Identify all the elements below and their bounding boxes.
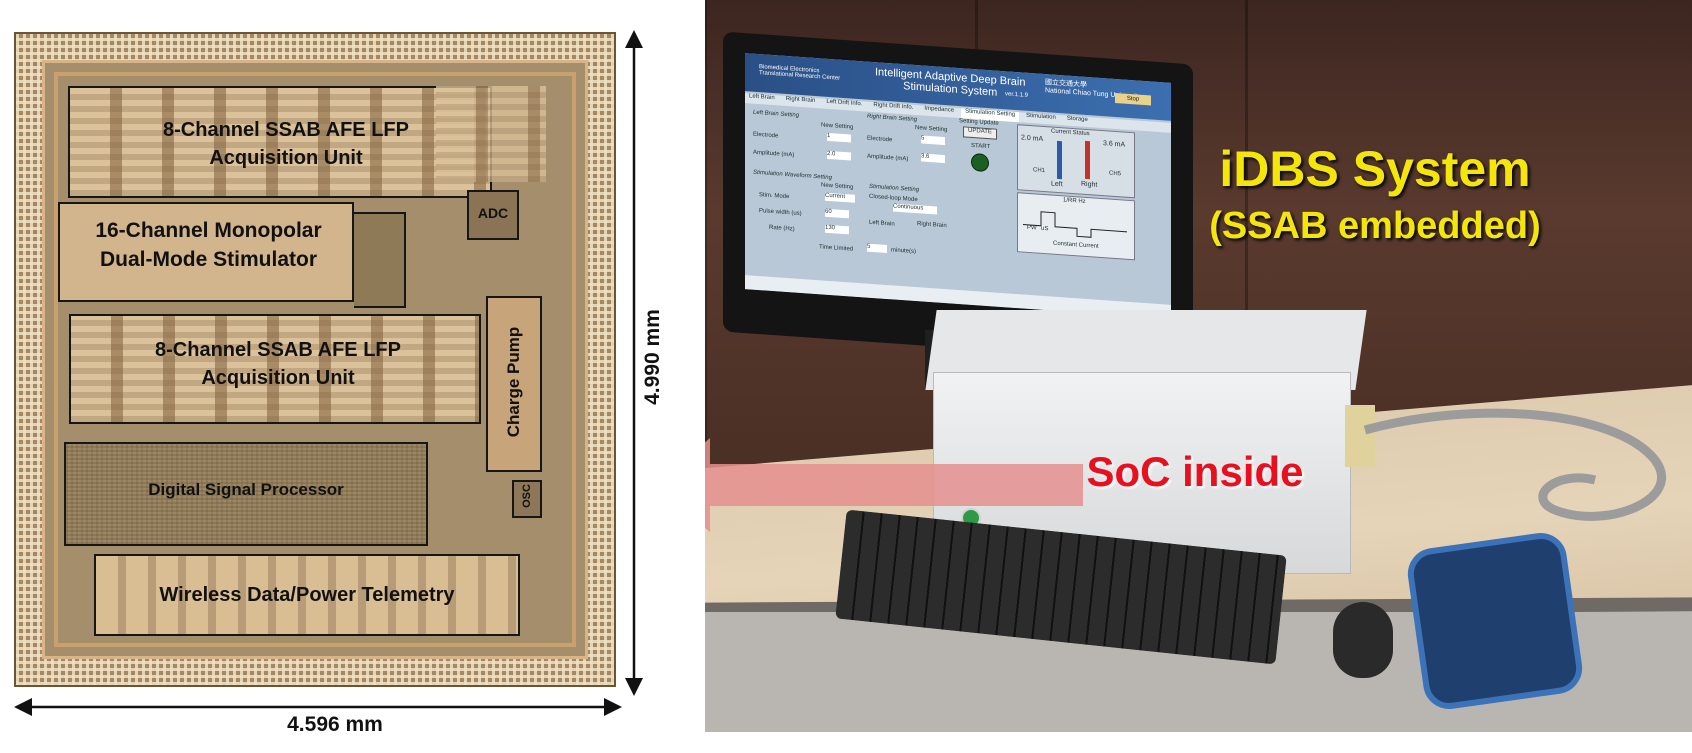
time-limited-unit: minute(s) xyxy=(891,247,917,256)
block-afe-top xyxy=(68,86,492,198)
power-ring xyxy=(54,72,576,647)
block-osc xyxy=(512,480,542,518)
stim-mode-label: Stim. Mode xyxy=(759,192,790,201)
right-brain-checkbox-label[interactable]: Right Brain xyxy=(917,221,947,230)
block-dsp xyxy=(64,442,428,546)
time-limited-field[interactable]: 5 xyxy=(867,243,887,254)
left-brain-section-title: Left Brain Setting xyxy=(753,109,800,119)
right-new-setting: New Setting xyxy=(915,124,948,134)
label-adc: ADC xyxy=(477,205,509,221)
label-stimulator: 16-Channel Monopolar Dual-Mode Stimulato… xyxy=(95,219,322,271)
tab-impedance[interactable]: Impedance xyxy=(924,105,955,114)
height-dimension-label: 4.990 mm xyxy=(641,309,664,405)
block-telemetry xyxy=(94,554,520,636)
stim-mode-field[interactable]: Current xyxy=(825,192,855,203)
pw-label: PW xyxy=(1027,224,1037,232)
system-photo: Biomedical Electronics Translational Res… xyxy=(705,0,1692,732)
right-amplitude-label: Amplitude (mA) xyxy=(867,153,909,163)
pulse-width-label: Pulse width (us) xyxy=(759,208,802,218)
pulse-waveform-icon xyxy=(1023,211,1127,238)
tab-left-brain[interactable]: Left Brain xyxy=(749,93,775,102)
system-subtitle: (SSAB embedded) xyxy=(1209,205,1541,247)
soc-inside-arrow xyxy=(705,438,1083,532)
right-brain-section-title: Right Brain Setting xyxy=(867,113,918,124)
mouse xyxy=(1333,602,1393,678)
right-electrode-bar xyxy=(1085,140,1090,180)
tab-right-drift[interactable]: Right Drift Info. xyxy=(873,102,914,111)
label-afe-bottom: 8-Channel SSAB AFE LFP Acquisition Unit xyxy=(155,339,401,389)
ch1-label: CH1 xyxy=(1033,167,1046,175)
left-amplitude-label: Amplitude (mA) xyxy=(753,149,795,159)
right-amplitude-field[interactable]: 3.6 xyxy=(921,153,945,164)
left-current-readout: 2.0 mA xyxy=(1021,134,1044,143)
connector xyxy=(1345,405,1375,467)
chip-micrograph: 8-Channel SSAB AFE LFP Acquisition Unit … xyxy=(14,32,616,687)
block-afe-bottom xyxy=(69,314,481,424)
soc-inside-callout: SoC inside xyxy=(1086,448,1304,495)
left-brain-checkbox-label[interactable]: Left Brain xyxy=(869,219,895,228)
stim-setting-section-title: Stimulation Setting xyxy=(869,183,920,194)
left-electrode-bar xyxy=(1057,140,1062,180)
time-limited-label: Time Limited xyxy=(819,244,854,253)
cable xyxy=(1363,408,1666,521)
update-button[interactable]: UPDATE xyxy=(963,126,997,140)
closed-loop-label: Closed-loop Mode xyxy=(869,193,918,204)
ch5-label: CH5 xyxy=(1109,170,1122,178)
waveform-section-title: Stimulation Waveform Setting xyxy=(753,169,832,182)
tab-storage[interactable]: Storage xyxy=(1066,115,1088,124)
right-electrode-label: Electrode xyxy=(867,135,893,144)
stimulator-extension xyxy=(354,212,406,308)
left-amplitude-field[interactable]: 2.0 xyxy=(827,150,851,161)
label-afe-top: 8-Channel SSAB AFE LFP Acquisition Unit xyxy=(163,119,409,169)
waveform-new-setting: New Setting xyxy=(821,182,854,191)
left-side-label: Left xyxy=(1051,180,1063,189)
left-new-setting: New Setting xyxy=(821,122,854,131)
start-indicator-icon[interactable] xyxy=(971,152,989,173)
wearable-device xyxy=(1404,529,1586,713)
tab-stimulation[interactable]: Stimulation xyxy=(1026,112,1056,121)
pw-unit: uS xyxy=(1041,225,1049,233)
block-charge-pump xyxy=(486,296,542,472)
pulse-width-field[interactable]: 60 xyxy=(825,208,849,219)
tab-right-brain[interactable]: Right Brain xyxy=(785,95,816,105)
monitor-screen: Biomedical Electronics Translational Res… xyxy=(745,53,1171,319)
label-dsp: Digital Signal Processor xyxy=(148,480,344,499)
rate-label: Rate (Hz) xyxy=(769,224,795,233)
tab-left-drift[interactable]: Left Drift Info. xyxy=(826,98,863,108)
start-label: START xyxy=(971,142,991,151)
left-electrode-field[interactable]: 1 xyxy=(827,132,851,143)
block-stimulator xyxy=(58,202,354,302)
right-electrode-field[interactable]: 5 xyxy=(921,135,945,146)
right-side-label: Right xyxy=(1081,180,1098,189)
misc-logic-top xyxy=(436,86,546,182)
right-current-readout: 3.6 mA xyxy=(1103,140,1126,149)
label-telemetry: Wireless Data/Power Telemetry xyxy=(159,584,455,606)
width-dimension-label: 4.596 mm xyxy=(287,713,383,736)
dimension-arrows xyxy=(14,30,643,716)
block-adc xyxy=(467,190,519,240)
system-title: iDBS System xyxy=(1219,141,1531,197)
closed-loop-field[interactable]: Continuous xyxy=(893,203,937,215)
rate-field[interactable]: 130 xyxy=(825,224,849,235)
left-electrode-label: Electrode xyxy=(753,131,779,140)
